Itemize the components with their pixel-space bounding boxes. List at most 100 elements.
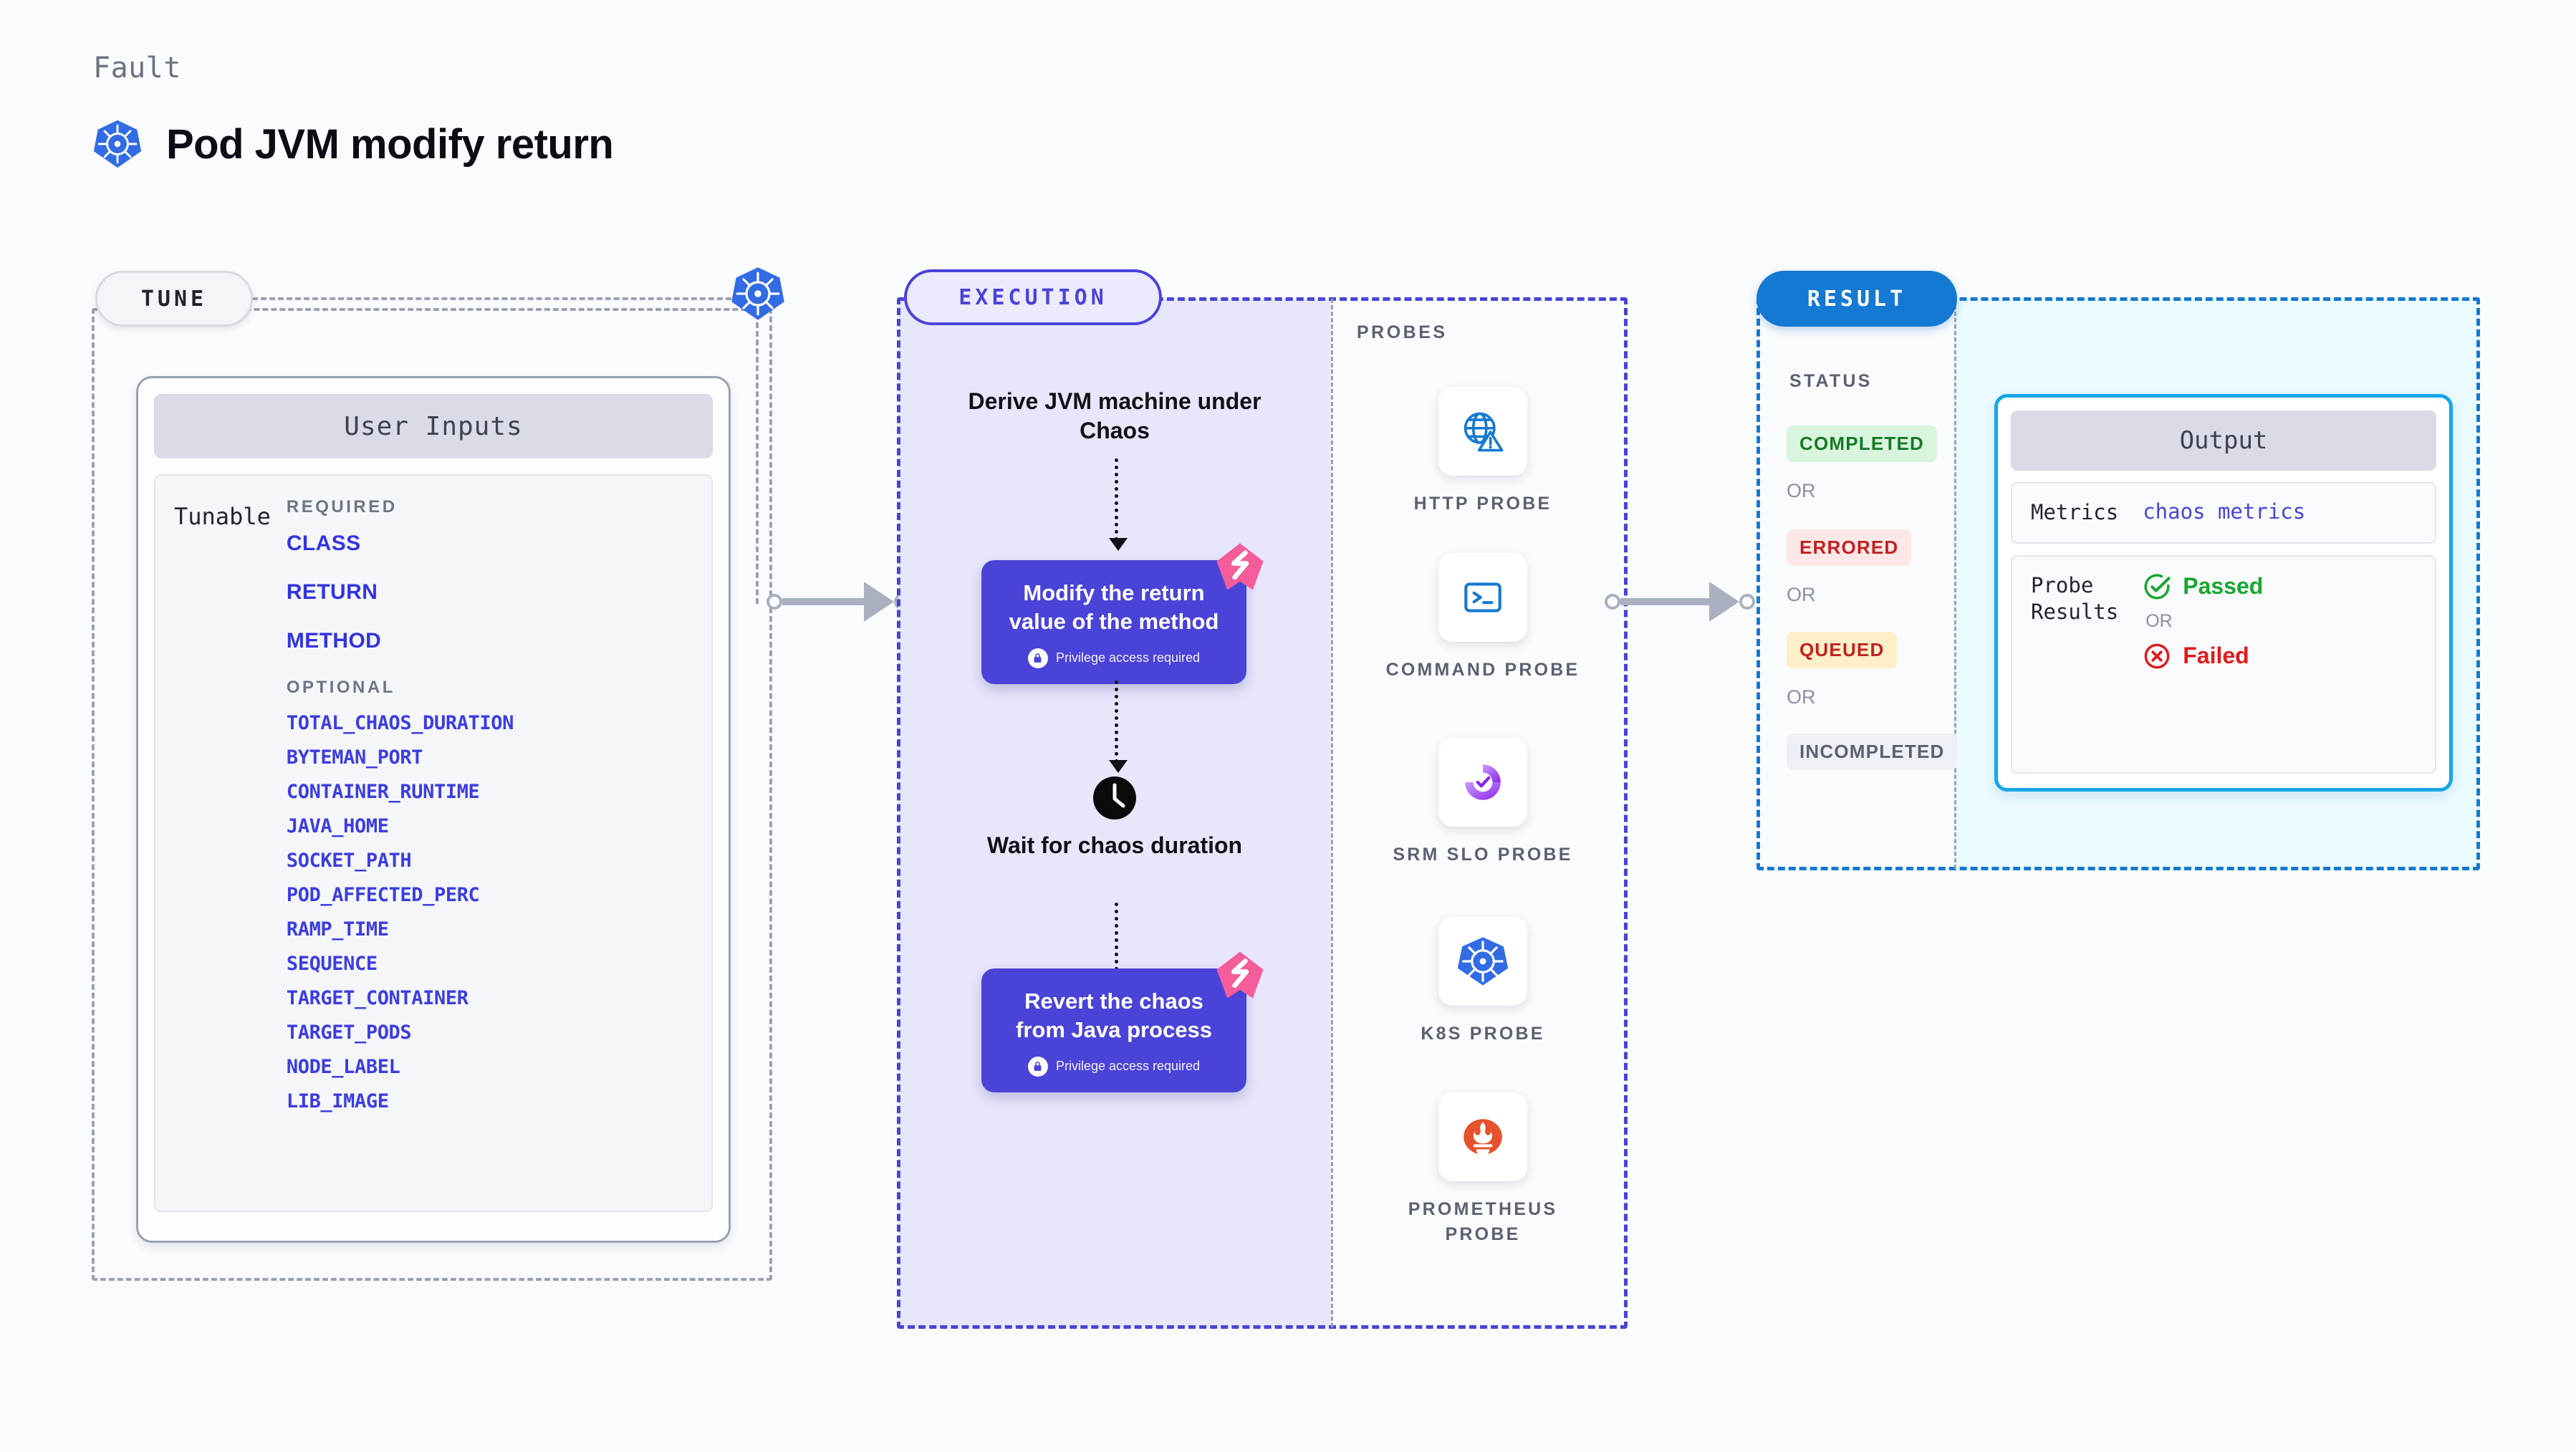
probe-label: SRM SLO PROBE — [1393, 845, 1573, 865]
optional-item[interactable]: TARGET_PODS — [286, 1021, 412, 1044]
execution-step-1: Derive JVM machine under Chaos — [968, 388, 1261, 443]
optional-item[interactable]: BYTEMAN_PORT — [286, 746, 423, 769]
connector-arrowhead — [1709, 582, 1739, 622]
status-badge: INCOMPLETED — [1787, 734, 1958, 770]
result-pill[interactable]: RESULT — [1756, 271, 1957, 327]
tunable-groups: REQUIRED CLASS RETURN METHOD OPTIONAL TO… — [287, 497, 514, 1189]
lock-icon — [1027, 1056, 1048, 1077]
optional-title: OPTIONAL — [286, 678, 395, 697]
probe-results-key: Probe Results — [2031, 572, 2119, 625]
terminal-icon — [1438, 553, 1527, 642]
tune-boundary — [92, 308, 772, 1281]
prometheus-icon — [1438, 1092, 1527, 1181]
optional-item[interactable]: LIB_IMAGE — [286, 1090, 389, 1112]
connector-bar — [1620, 598, 1711, 605]
connector-start-dot — [766, 594, 782, 610]
execution-step-2-title: Modify the return value of the method — [1009, 580, 1219, 635]
metrics-key: Metrics — [2031, 500, 2119, 524]
tune-k8s-stem — [756, 322, 759, 604]
optional-item[interactable]: CONTAINER_RUNTIME — [286, 781, 480, 803]
execution-step-3: Wait for chaos duration — [986, 832, 1243, 858]
required-item[interactable]: CLASS — [286, 532, 361, 555]
required-item[interactable]: RETURN — [286, 580, 378, 604]
probe-label: COMMAND PROBE — [1385, 660, 1580, 680]
kubernetes-icon — [729, 265, 787, 322]
x-circle-icon — [2144, 643, 2170, 669]
probe-command[interactable]: COMMAND PROBE — [1375, 553, 1590, 683]
tunable-label: Tunable — [174, 503, 271, 530]
probe-label: PROMETHEUS PROBE — [1408, 1199, 1558, 1244]
result-boundary — [1756, 297, 2480, 870]
optional-item[interactable]: POD_AFFECTED_PERC — [286, 884, 480, 906]
clock-icon — [1092, 775, 1138, 821]
or-label: OR — [2145, 610, 2173, 631]
optional-item[interactable]: SEQUENCE — [286, 953, 378, 975]
lock-icon — [1027, 648, 1048, 668]
optional-item[interactable]: RAMP_TIME — [286, 918, 389, 941]
optional-list: TOTAL_CHAOS_DURATION BYTEMAN_PORT CONTAI… — [287, 712, 514, 1112]
globe-warning-icon — [1438, 387, 1527, 476]
connector-bar — [782, 598, 865, 605]
status-badge: ERRORED — [1787, 529, 1912, 566]
tune-to-execution-connector — [766, 580, 910, 623]
or-label: OR — [1787, 480, 1816, 501]
probes-title: PROBES — [1357, 322, 1448, 342]
connector-end-dot — [1739, 594, 1755, 610]
litmus-chaos-icon — [1213, 948, 1267, 1001]
optional-item[interactable]: TARGET_CONTAINER — [286, 987, 468, 1009]
connector-start-dot — [1605, 594, 1620, 610]
execution-step-4-note-row: Privilege access required — [997, 1056, 1231, 1077]
tune-connector-line — [252, 297, 757, 300]
probe-srm-slo[interactable]: SRM SLO PROBE — [1375, 738, 1590, 867]
status-title: STATUS — [1789, 371, 1873, 391]
check-circle-icon — [2144, 574, 2171, 600]
execution-boundary — [897, 297, 1628, 1329]
metrics-value[interactable]: chaos metrics — [2143, 499, 2306, 524]
execution-step-4-title: Revert the chaos from Java process — [1016, 989, 1212, 1043]
execution-step-2[interactable]: Modify the return value of the method Pr… — [981, 543, 1264, 684]
page-header: Pod JVM modify return — [92, 118, 614, 170]
srm-slo-icon — [1438, 738, 1527, 827]
required-item[interactable]: METHOD — [286, 629, 382, 653]
user-inputs-card: User Inputs Tunable REQUIRED CLASS RETUR… — [136, 376, 731, 1243]
flow-arrow-1 — [1109, 458, 1128, 551]
user-inputs-title: User Inputs — [154, 394, 713, 458]
probe-label: K8S PROBE — [1421, 1024, 1545, 1044]
execution-probes-divider — [1331, 299, 1333, 1327]
status-badge: COMPLETED — [1787, 425, 1938, 462]
execution-step-4[interactable]: Revert the chaos from Java process Privi… — [981, 951, 1264, 1092]
output-card: Output Metrics chaos metrics Probe Resul… — [1994, 394, 2453, 792]
optional-item[interactable]: TOTAL_CHAOS_DURATION — [286, 712, 514, 734]
execution-pill[interactable]: EXECUTION — [904, 269, 1162, 325]
probe-label: HTTP PROBE — [1413, 494, 1552, 514]
optional-item[interactable]: JAVA_HOME — [286, 815, 389, 837]
probe-prometheus[interactable]: PROMETHEUS PROBE — [1375, 1092, 1590, 1246]
probe-k8s[interactable]: K8S PROBE — [1375, 917, 1590, 1047]
execution-step-2-note: Privilege access required — [1055, 650, 1201, 665]
execution-step-2-note-row: Privilege access required — [997, 648, 1231, 668]
page-title: Pod JVM modify return — [166, 120, 614, 168]
optional-item[interactable]: NODE_LABEL — [286, 1056, 400, 1078]
optional-item[interactable]: SOCKET_PATH — [286, 850, 412, 872]
execution-step-4-note: Privilege access required — [1055, 1059, 1201, 1074]
failed-label: Failed — [2183, 643, 2249, 669]
probe-http[interactable]: HTTP PROBE — [1375, 387, 1590, 516]
passed-label: Passed — [2183, 573, 2264, 600]
probe-result-failed: Failed — [2143, 642, 2263, 670]
connector-arrowhead — [864, 582, 894, 622]
execution-to-result-connector — [1605, 580, 1755, 623]
probe-results-values: Passed OR Failed — [2143, 572, 2263, 756]
probe-result-passed: Passed — [2143, 572, 2263, 601]
required-list: CLASS RETURN METHOD — [287, 532, 514, 653]
user-inputs-body: Tunable REQUIRED CLASS RETURN METHOD OPT… — [154, 474, 713, 1212]
status-badge: QUEUED — [1787, 632, 1898, 668]
required-title: REQUIRED — [286, 497, 398, 516]
output-metrics-row: Metrics chaos metrics — [2011, 482, 2436, 544]
flow-arrow-2 — [1109, 681, 1128, 773]
kubernetes-icon — [92, 118, 143, 170]
page-eyebrow: Fault — [93, 52, 181, 85]
or-label: OR — [1787, 686, 1816, 708]
litmus-chaos-icon — [1213, 540, 1267, 593]
tune-pill[interactable]: TUNE — [95, 271, 253, 327]
